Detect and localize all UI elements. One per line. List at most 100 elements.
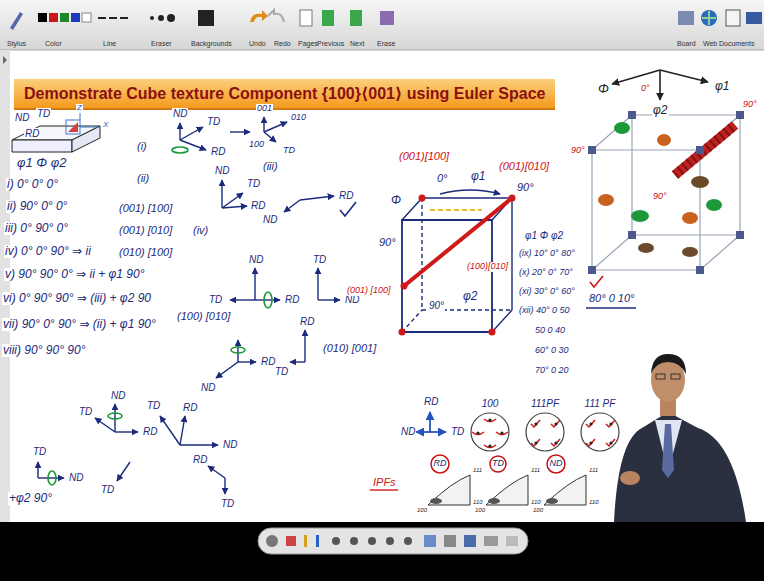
handwritten-label: (001) [010] xyxy=(118,224,173,236)
handwritten-label: RD xyxy=(142,426,158,437)
handwritten-label: 010 xyxy=(290,113,307,123)
handwritten-label: (010) [100] xyxy=(118,246,173,258)
handwritten-label: ND xyxy=(400,426,416,437)
handwritten-label: TD xyxy=(32,446,47,457)
handwritten-label: ND xyxy=(248,254,264,265)
handwritten-label: (100)[010] xyxy=(466,262,509,272)
handwritten-label: 001 xyxy=(256,104,273,114)
handwritten-label: (i) xyxy=(136,140,148,152)
handwritten-label: 60° 0 30 xyxy=(534,346,570,356)
handwritten-label: ii) 90° 0° 0° xyxy=(6,200,68,213)
handwritten-label: 110 xyxy=(588,499,600,506)
handwritten-label: 50 0 40 xyxy=(534,326,566,336)
handwritten-label: iii) 0° 90° 0° xyxy=(4,222,69,235)
handwritten-label: (x) 20° 0° 70° xyxy=(518,268,574,278)
handwritten-label: 111 xyxy=(472,467,483,474)
handwritten-label: 90° xyxy=(516,181,535,193)
handwritten-label: 111 xyxy=(588,467,599,474)
handwritten-label: 100 xyxy=(416,507,428,514)
handwritten-label: 90° xyxy=(428,300,445,311)
handwritten-label: 90° xyxy=(652,192,668,202)
toolbar-label: Stylus xyxy=(6,40,27,48)
handwritten-label: φ1 xyxy=(470,170,487,183)
handwritten-label: 100 xyxy=(532,507,544,514)
toolbar-label: Undo xyxy=(248,40,267,48)
handwritten-label: φ1 Φ φ2 xyxy=(524,230,564,241)
handwritten-label: ND xyxy=(200,382,216,393)
handwritten-label: RD xyxy=(192,454,208,465)
axis-letter: ND xyxy=(550,459,563,469)
handwritten-label: (iii) xyxy=(262,160,279,172)
handwritten-label: ND xyxy=(172,108,188,119)
handwritten-label: (001) [100] xyxy=(118,202,173,214)
handwritten-label: (001)[010] xyxy=(498,160,550,172)
presenter xyxy=(614,354,746,522)
handwritten-label: iv) 0° 0° 90° ⇒ ii xyxy=(4,245,92,258)
circled-axis-label: RD xyxy=(430,454,450,474)
handwritten-label: 111 xyxy=(530,467,541,474)
handwritten-label: 100 xyxy=(474,507,486,514)
axis-letter: RD xyxy=(434,459,447,469)
handwritten-label: 80° 0 10° xyxy=(588,292,636,304)
axis-letter: TD xyxy=(492,459,504,469)
handwritten-label: ND xyxy=(262,214,278,225)
handwritten-label: (001) [100] xyxy=(346,286,392,296)
toolbar-icons xyxy=(10,10,762,30)
handwritten-label: IPFs xyxy=(372,476,397,488)
handwritten-label: (xi) 30° 0° 60° xyxy=(518,287,576,297)
pole-figure-heading: 111 PF xyxy=(585,398,616,409)
handwritten-label: 0° xyxy=(640,84,651,94)
handwritten-label: 110 xyxy=(530,499,542,506)
handwritten-label: RD xyxy=(423,396,439,407)
handwritten-label: Φ xyxy=(390,194,402,207)
pole-figure-heading: 111PF xyxy=(531,398,559,409)
handwritten-label: +φ2 90° xyxy=(8,492,53,505)
handwritten-label: RD xyxy=(210,146,226,157)
handwritten-label: 110 xyxy=(472,499,484,506)
circled-axis-label: ND xyxy=(546,454,566,474)
handwritten-label: RD xyxy=(284,294,300,305)
toolbar-label: Redo xyxy=(273,40,292,48)
toolbar-label: Backgrounds xyxy=(190,40,233,48)
pole-figure-circle: 100 xyxy=(470,412,510,452)
handwritten-label: TD xyxy=(282,146,296,156)
handwritten-label: RD xyxy=(338,190,354,201)
handwritten-label: 90° xyxy=(742,100,758,110)
circled-axis-label: TD xyxy=(489,455,507,473)
handwritten-label: ND xyxy=(214,165,230,176)
handwritten-label: (ii) xyxy=(136,172,150,184)
handwritten-label: RD xyxy=(24,128,40,139)
handwritten-label: ND xyxy=(68,472,84,483)
handwritten-label: TD xyxy=(206,116,221,127)
handwritten-label: vii) 90° 0° 90° ⇒ (ii) + φ1 90° xyxy=(2,318,157,331)
handwritten-label: 70° 0 20 xyxy=(534,366,570,376)
handwritten-label: φ1 xyxy=(714,80,731,93)
handwritten-label: TD xyxy=(208,294,223,305)
circle-outline xyxy=(470,412,510,452)
handwritten-label: Φ xyxy=(597,82,610,96)
handwritten-label: TD xyxy=(312,254,327,265)
handwritten-label: (xii) 40° 0 50 xyxy=(518,306,571,316)
handwritten-label: 90° xyxy=(570,146,586,156)
handwritten-label: TD xyxy=(246,178,261,189)
pole-figure-circle: 111 PF xyxy=(580,412,620,452)
toolbar-label: Color xyxy=(44,40,63,48)
handwritten-label: (ix) 10° 0° 80° xyxy=(518,249,576,259)
handwritten-label: TD xyxy=(36,108,51,119)
toolbar-label: Line xyxy=(102,40,117,48)
circle-outline xyxy=(525,412,565,452)
handwritten-label: X xyxy=(102,121,109,130)
handwritten-label: φ2 xyxy=(652,104,669,117)
handwritten-label: vi) 0° 90° 90° ⇒ (iii) + φ2 90 xyxy=(2,292,152,305)
toolbar-label: Board xyxy=(676,40,697,48)
handwritten-label: TD xyxy=(450,426,465,437)
toolbar-label: Eraser xyxy=(150,40,173,48)
handwritten-label: ND xyxy=(110,390,126,401)
handwritten-label: 100 xyxy=(248,140,265,150)
pole-figure-circle: 111PF xyxy=(525,412,565,452)
handwritten-label: viii) 90° 90° 90° xyxy=(2,344,86,357)
handwritten-label: TD xyxy=(78,406,93,417)
handwritten-label: Z xyxy=(76,104,83,113)
toolbar-label: Web xyxy=(702,40,718,48)
